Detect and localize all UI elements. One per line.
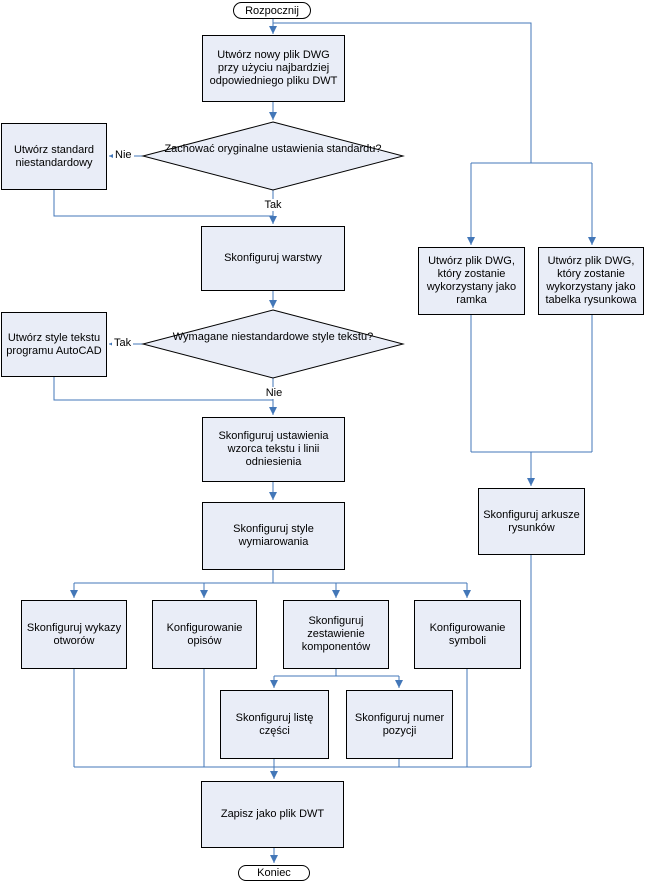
- edge-label-yes-1: Tak: [262, 199, 284, 211]
- process-parts-list: Skonfiguruj listę części: [220, 690, 329, 759]
- process-dwg-frame: Utwórz plik DWG, który zostanie wykorzys…: [418, 247, 525, 315]
- process-item-number: Skonfiguruj numer pozycji: [346, 690, 453, 759]
- process-hole-tables: Skonfiguruj wykazy otworów: [21, 600, 127, 669]
- process-dwg-title-block: Utwórz plik DWG, który zostanie wykorzys…: [538, 247, 644, 315]
- decision-keep-standard-text: Zachować oryginalne ustawienia standardu…: [164, 143, 382, 155]
- edge-label-no-2: Nie: [263, 387, 285, 399]
- process-drawing-sheets: Skonfiguruj arkusze rysunków: [478, 488, 585, 555]
- process-symbols: Konfigurowanie symboli: [414, 600, 521, 669]
- end-terminator: Koniec: [238, 865, 310, 881]
- edge-label-yes-2: Tak: [112, 337, 134, 349]
- process-configure-layers: Skonfiguruj warstwy: [201, 226, 345, 291]
- decision-custom-text-styles-shape: [141, 309, 405, 379]
- start-terminator: Rozpocznij: [233, 2, 311, 19]
- process-save-dwt: Zapisz jako plik DWT: [201, 781, 344, 848]
- decision-custom-text-styles-text: Wymagane niestandardowe style tekstu?: [172, 331, 374, 343]
- process-create-dwg: Utwórz nowy plik DWG przy użyciu najbard…: [202, 35, 345, 102]
- decision-keep-standard-shape: [141, 121, 405, 191]
- edge-label-no-1: Nie: [113, 149, 134, 161]
- process-dimension-styles: Skonfiguruj style wymiarowania: [202, 502, 345, 570]
- process-annotations: Konfigurowanie opisów: [152, 600, 257, 669]
- process-custom-standard: Utwórz standard niestandardowy: [1, 123, 107, 190]
- process-text-leader-settings: Skonfiguruj ustawienia wzorca tekstu i l…: [202, 417, 345, 482]
- process-component-sets: Skonfiguruj zestawienie komponentów: [283, 600, 389, 669]
- process-autocad-text-styles: Utwórz style tekstu programu AutoCAD: [1, 312, 107, 377]
